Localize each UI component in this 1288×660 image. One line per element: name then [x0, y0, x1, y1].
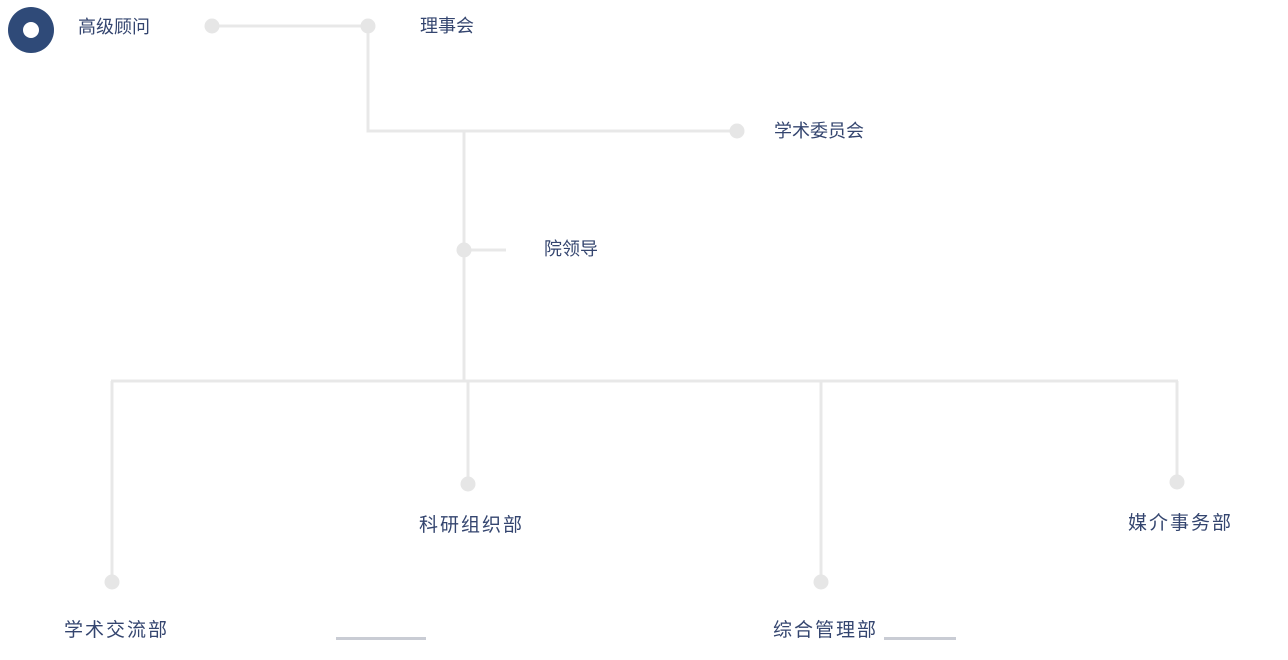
clipped-label-right: [884, 637, 956, 643]
node-media-affairs[interactable]: 媒介事务部: [1128, 512, 1234, 534]
dot-academic-exchange: [104, 574, 120, 590]
node-academic-exchange[interactable]: 学术交流部: [64, 619, 170, 641]
dot-academic-committee: [729, 123, 745, 139]
node-general-management[interactable]: 综合管理部: [773, 619, 879, 641]
node-leadership[interactable]: 院领导: [544, 239, 598, 260]
dot-leadership: [456, 242, 472, 258]
node-senior-advisors[interactable]: 高级顾问: [78, 17, 150, 38]
node-academic-committee[interactable]: 学术委员会: [774, 121, 864, 142]
dot-board: [360, 18, 376, 34]
dot-media-affairs: [1169, 474, 1185, 490]
node-research-org[interactable]: 科研组织部: [419, 514, 525, 536]
active-node-marker[interactable]: [8, 7, 54, 53]
link-board-committee: [366, 26, 737, 133]
dot-general-management: [813, 574, 829, 590]
clipped-label-left: [336, 637, 426, 643]
dot-research-org: [460, 476, 476, 492]
dot-senior-advisors: [204, 18, 220, 34]
node-board[interactable]: 理事会: [420, 16, 474, 37]
